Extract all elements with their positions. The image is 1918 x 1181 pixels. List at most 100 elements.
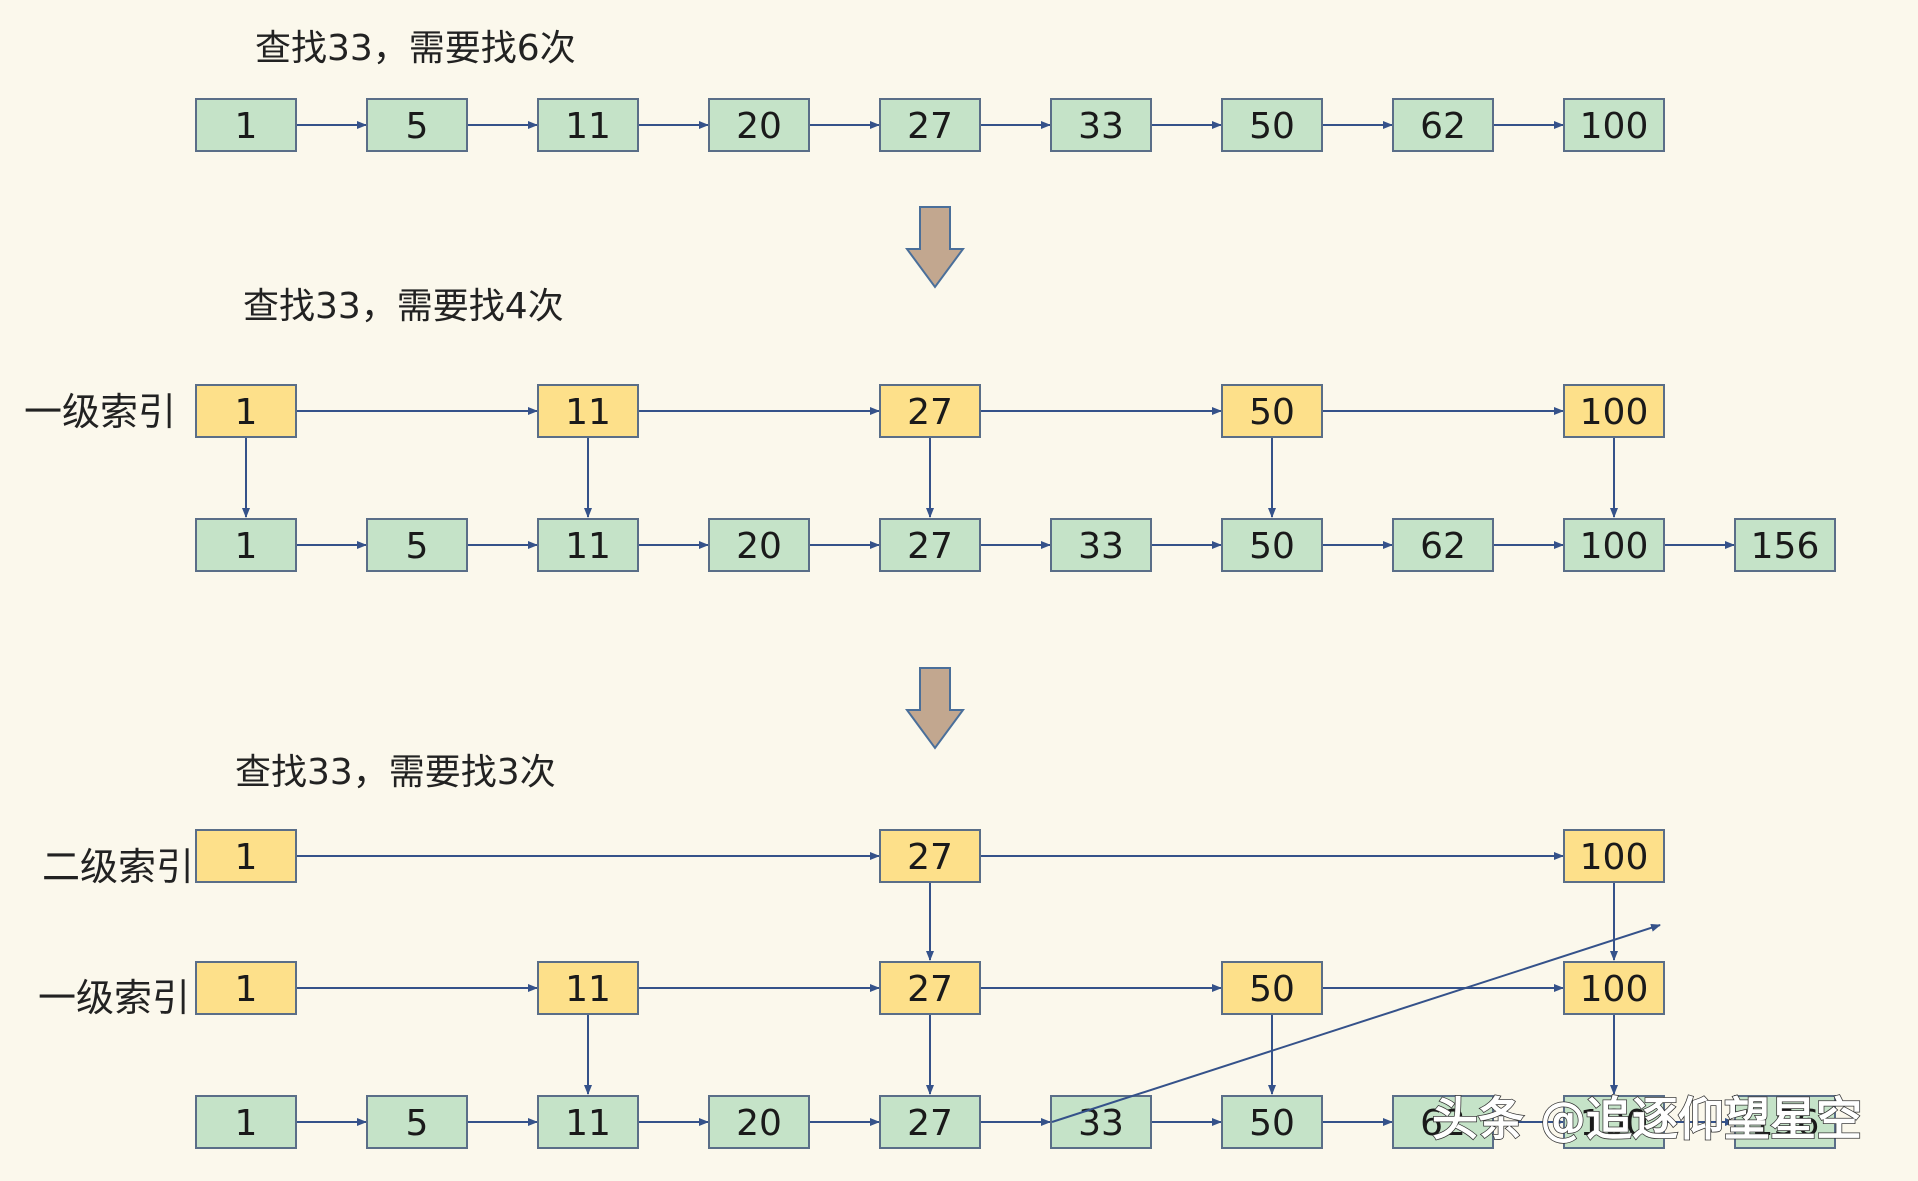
index-node: 1	[195, 961, 297, 1015]
list-node: 156	[1734, 518, 1836, 572]
node-value: 62	[1420, 526, 1466, 567]
node-value: 62	[1420, 106, 1466, 147]
list-node: 62	[1392, 518, 1494, 572]
node-box	[537, 961, 639, 1015]
node-box	[537, 98, 639, 152]
node-box	[195, 98, 297, 152]
down-arrow-icon	[905, 206, 965, 289]
list-node: 20	[708, 98, 810, 152]
list-node: 5	[366, 98, 468, 152]
node-value: 1	[235, 837, 258, 878]
node-box	[366, 1095, 468, 1149]
list-node: 5	[366, 1095, 468, 1149]
node-box	[1392, 98, 1494, 152]
node-box	[1563, 961, 1665, 1015]
index-node: 100	[1563, 961, 1665, 1015]
section-title-two-level: 查找33，需要找3次	[235, 752, 556, 793]
list-node: 11	[537, 518, 639, 572]
list-node: 1	[195, 1095, 297, 1149]
node-value: 50	[1249, 106, 1295, 147]
node-value: 11	[565, 106, 611, 147]
node-value: 33	[1078, 526, 1124, 567]
watermark: 头条 @追逐仰望星空	[1432, 1092, 1862, 1146]
list-node: 50	[1221, 1095, 1323, 1149]
index-node: 50	[1221, 961, 1323, 1015]
node-value: 11	[565, 1103, 611, 1144]
node-box	[537, 1095, 639, 1149]
node-value: 1	[235, 526, 258, 567]
list-node: 20	[708, 518, 810, 572]
node-box	[195, 829, 297, 883]
list-node: 33	[1050, 1095, 1152, 1149]
list-node: 11	[537, 1095, 639, 1149]
node-value: 100	[1580, 969, 1649, 1010]
list-node: 27	[879, 518, 981, 572]
node-value: 50	[1249, 1103, 1295, 1144]
node-value: 62	[1420, 1103, 1466, 1144]
node-value: 50	[1249, 969, 1295, 1010]
index-node: 50	[1221, 384, 1323, 438]
index-node: 1	[195, 829, 297, 883]
node-box	[1050, 518, 1152, 572]
index-node: 1	[195, 384, 297, 438]
index-node: 100	[1563, 384, 1665, 438]
node-value: 5	[406, 106, 429, 147]
node-box	[708, 1095, 810, 1149]
node-box	[708, 518, 810, 572]
down-arrow-icon	[905, 667, 965, 750]
node-value: 50	[1249, 392, 1295, 433]
section-title-full-scan: 查找33，需要找6次	[255, 28, 576, 69]
node-box	[1563, 384, 1665, 438]
index-node: 11	[537, 384, 639, 438]
search-path-line	[1051, 923, 1661, 1123]
node-box	[1392, 518, 1494, 572]
node-box	[1221, 98, 1323, 152]
node-value: 11	[565, 969, 611, 1010]
node-value: 27	[907, 526, 953, 567]
node-value: 11	[565, 392, 611, 433]
list-node: 33	[1050, 98, 1152, 152]
pointer-links	[242, 121, 1735, 1126]
node-value: 100	[1580, 392, 1649, 433]
node-box	[879, 829, 981, 883]
list-node: 20	[708, 1095, 810, 1149]
node-value: 1	[235, 969, 258, 1010]
node-value: 1	[235, 1103, 258, 1144]
node-value: 156	[1751, 1103, 1820, 1144]
list-node: 100	[1563, 518, 1665, 572]
label-level1-index-section2: 一级索引	[24, 390, 176, 434]
node-value: 100	[1580, 1103, 1649, 1144]
node-value: 27	[907, 837, 953, 878]
node-box	[195, 1095, 297, 1149]
list-node: 50	[1221, 518, 1323, 572]
list-node: 1	[195, 518, 297, 572]
node-value: 33	[1078, 106, 1124, 147]
node-value: 100	[1580, 526, 1649, 567]
node-box	[537, 518, 639, 572]
node-box	[879, 1095, 981, 1149]
node-value: 11	[565, 526, 611, 567]
node-box	[1221, 518, 1323, 572]
index-node: 27	[879, 829, 981, 883]
node-box	[537, 384, 639, 438]
node-value: 27	[907, 392, 953, 433]
node-value: 156	[1751, 526, 1820, 567]
node-box	[1221, 384, 1323, 438]
node-box	[1563, 1095, 1665, 1149]
index-node: 100	[1563, 829, 1665, 883]
node-box	[1050, 1095, 1152, 1149]
node-box	[1734, 518, 1836, 572]
node-value: 5	[406, 526, 429, 567]
node-box	[195, 384, 297, 438]
node-box	[1734, 1095, 1836, 1149]
list-node: 27	[879, 1095, 981, 1149]
node-box	[1392, 1095, 1494, 1149]
index-node: 27	[879, 384, 981, 438]
node-value: 5	[406, 1103, 429, 1144]
node-box	[366, 98, 468, 152]
node-value: 27	[907, 969, 953, 1010]
list-node: 27	[879, 98, 981, 152]
label-level1-index-section3: 一级索引	[38, 976, 190, 1020]
